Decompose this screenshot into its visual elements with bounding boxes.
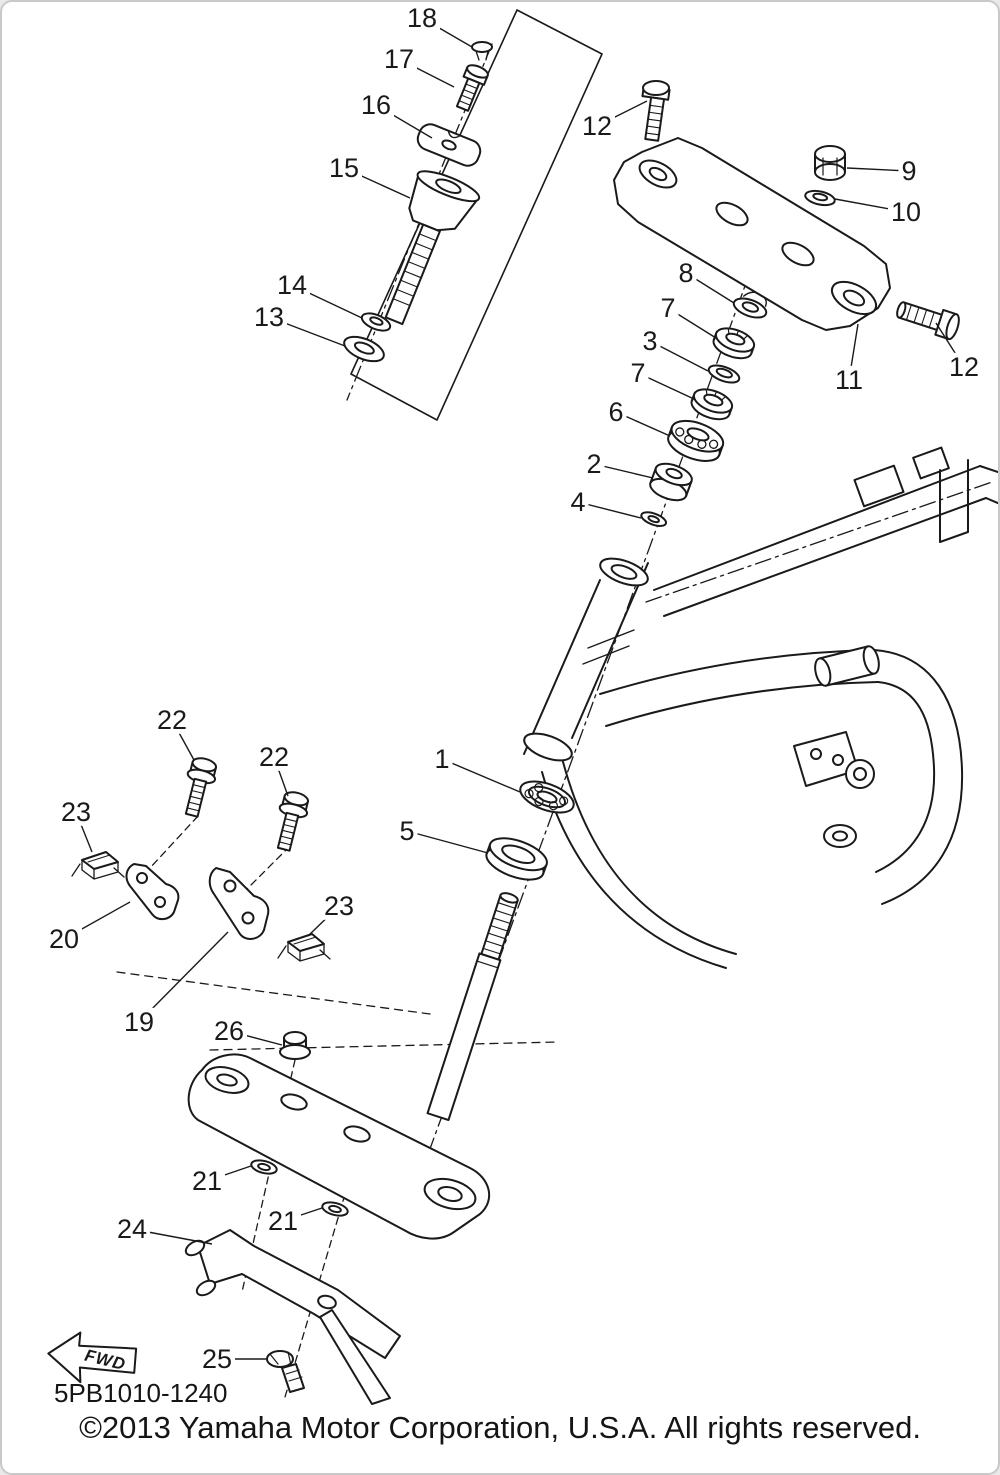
part-12-bolt-right — [896, 301, 960, 341]
part-6-bearing-upper — [667, 419, 725, 462]
copyright-text: ©2013 Yamaha Motor Corporation, U.S.A. A… — [79, 1410, 921, 1445]
part-12-bolt-top — [641, 80, 671, 142]
head-tube — [523, 557, 649, 762]
part-13-washer — [343, 335, 385, 363]
part-7-ring-nut-lower — [687, 383, 737, 425]
part-16-bar-clamp — [416, 123, 482, 167]
part-21-washer-b — [319, 1199, 351, 1219]
part-2-bearing-race — [649, 462, 693, 502]
part-23-clip-b — [277, 933, 331, 962]
part-3-washer — [707, 364, 741, 384]
part-15-handlebar-riser — [384, 170, 481, 326]
frame — [541, 446, 998, 969]
part-20-bracket — [125, 863, 180, 920]
part-10-washer — [804, 189, 836, 207]
part-7-ring-nut-upper — [709, 322, 759, 364]
part-9-cap-nut — [814, 145, 846, 181]
part-26-bolt — [279, 1031, 311, 1060]
part-25-bolt — [266, 1350, 305, 1393]
steering-stem — [426, 892, 519, 1122]
part-17-bolt — [455, 64, 489, 112]
part-5-seal — [485, 837, 548, 881]
lower-bracket — [187, 1053, 490, 1240]
part-22-bolt-b — [269, 788, 313, 854]
part-1-bearing-lower — [519, 780, 575, 814]
part-14-washer — [360, 312, 392, 332]
part-4-washer — [640, 511, 668, 527]
fwd-arrow: FWD — [47, 1331, 138, 1384]
part-18-cap — [471, 41, 493, 61]
part-22-bolt-a — [177, 754, 221, 820]
part-19-bracket — [208, 867, 270, 940]
enclosure-box — [350, 9, 603, 421]
part-23-clip-a — [71, 851, 125, 880]
diagram-part-code: 5PB1010-1240 — [54, 1378, 228, 1408]
